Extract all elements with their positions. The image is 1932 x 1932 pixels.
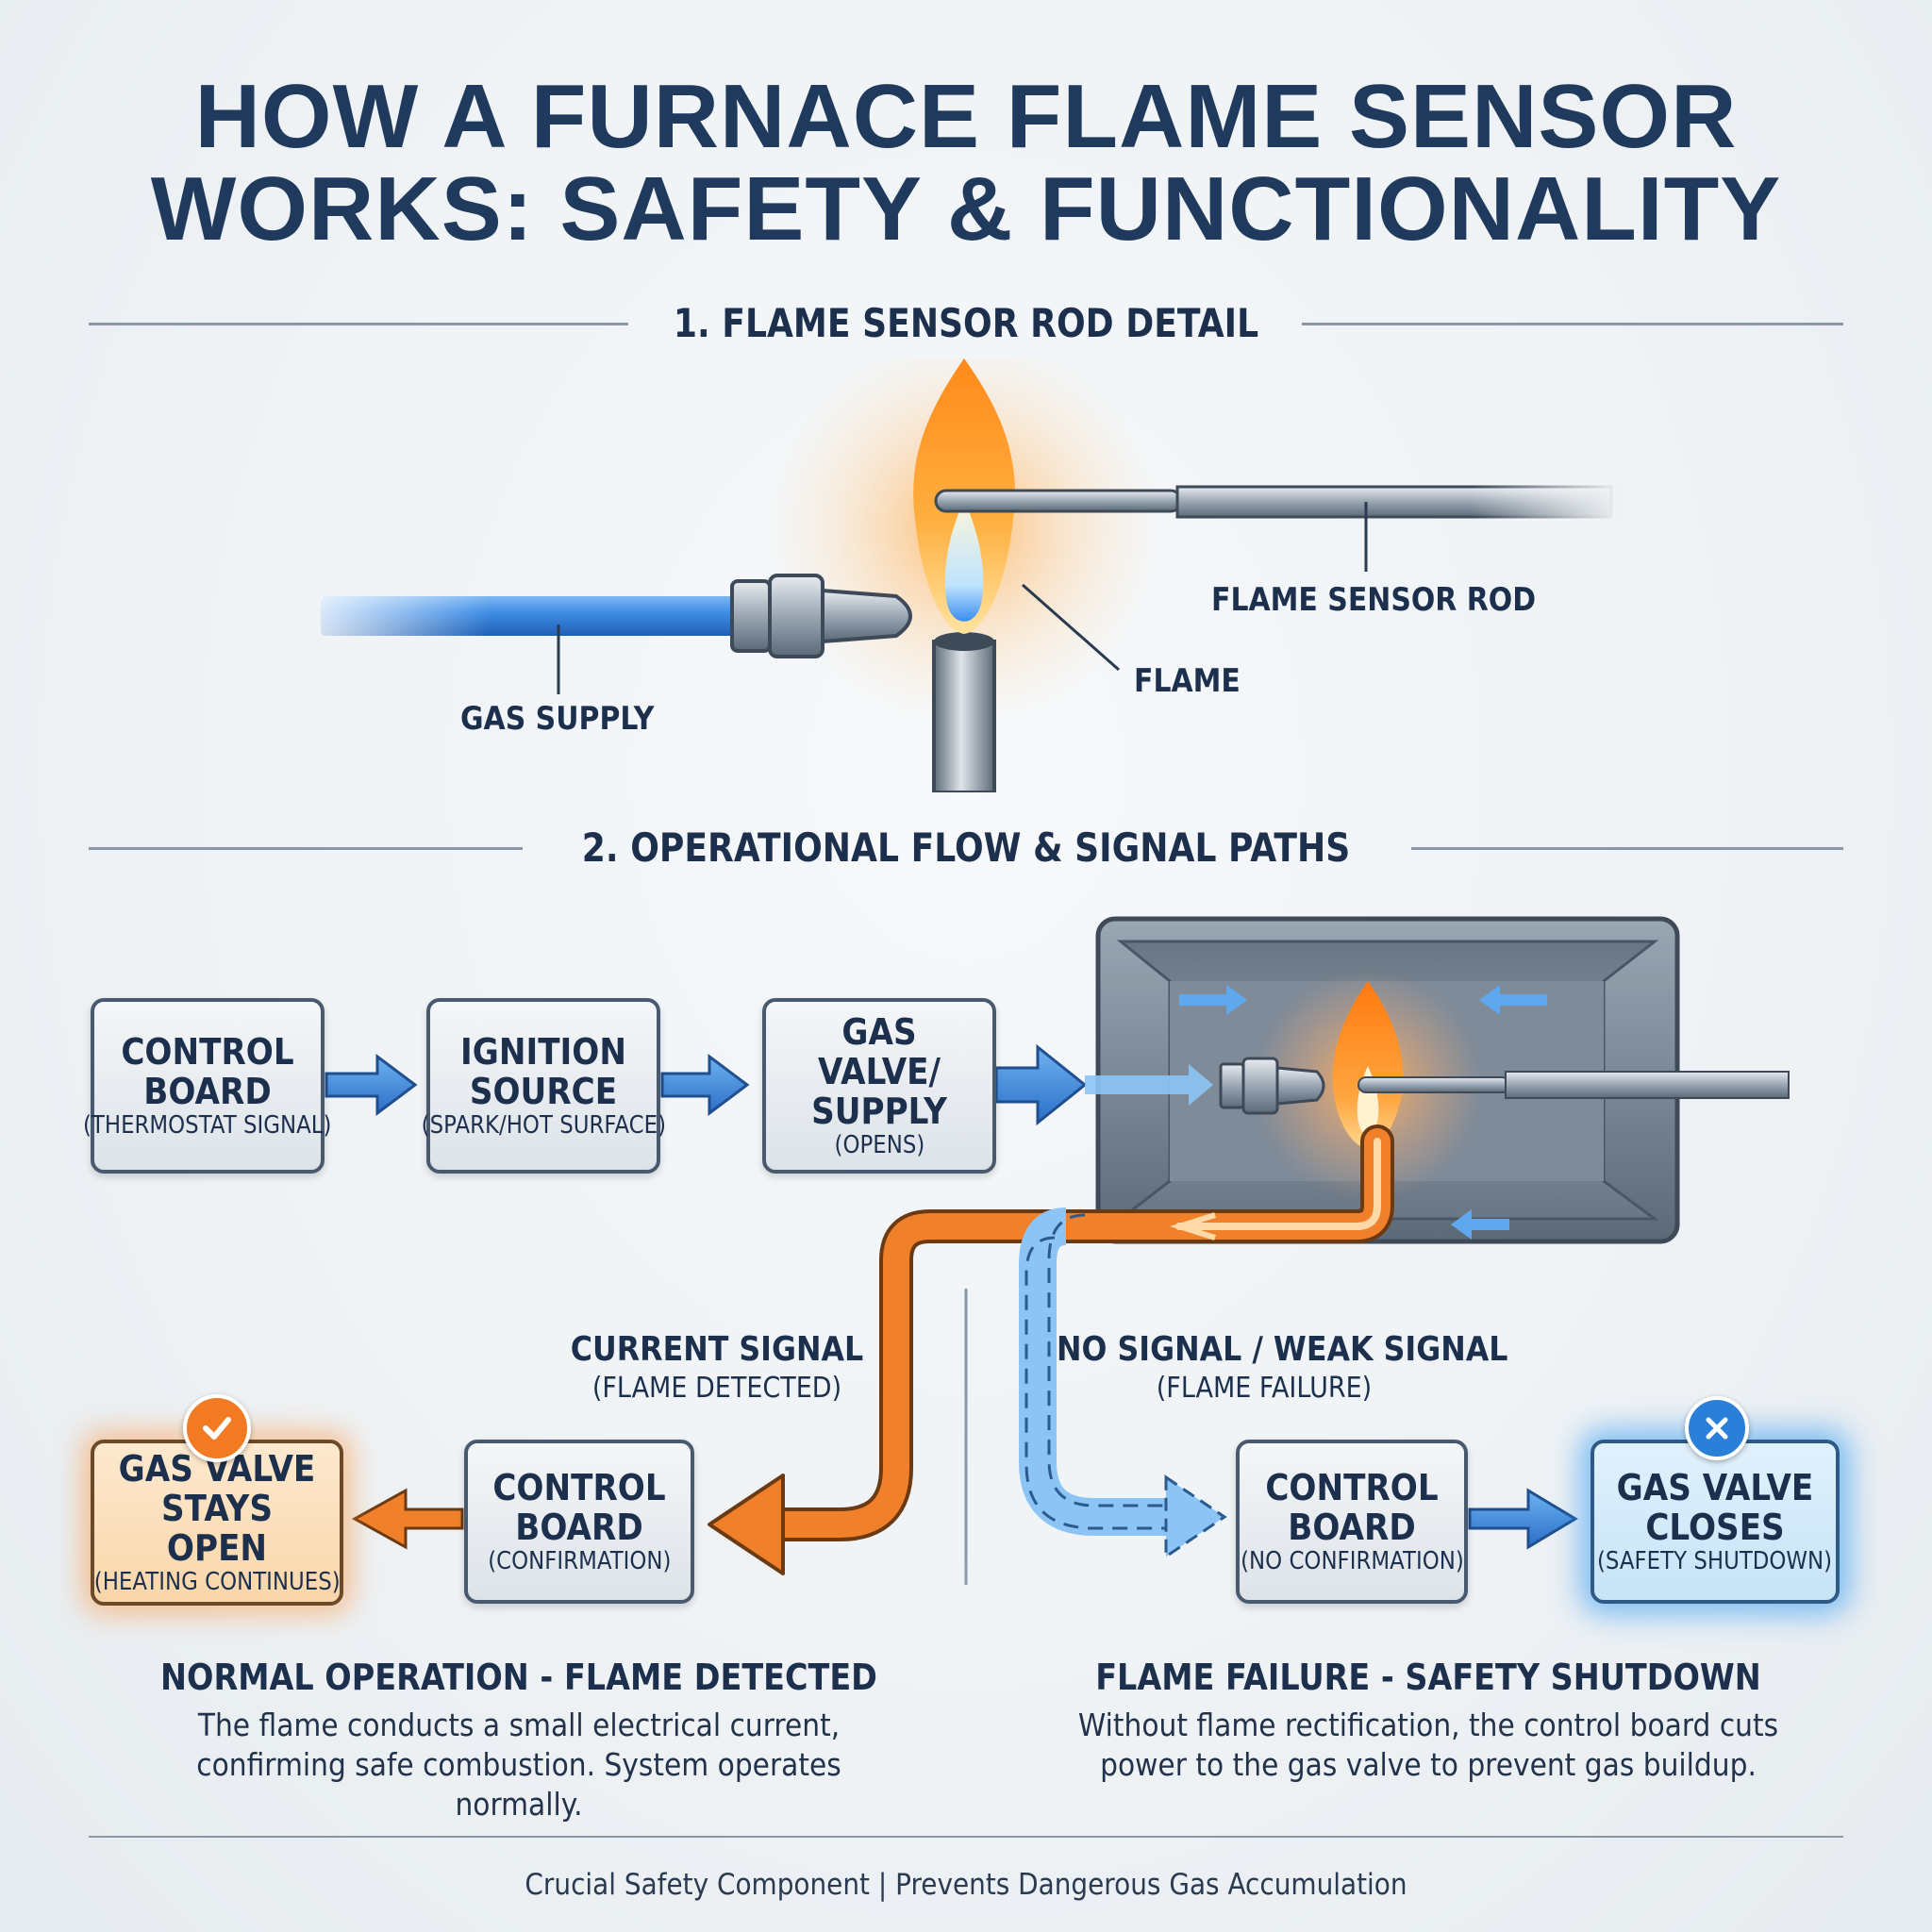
flow-box-ignition-source-sub: (SPARK/HOT SURFACE) (421, 1111, 666, 1140)
flame-failure-heading: FLAME FAILURE - SAFETY SHUTDOWN (1095, 1657, 1761, 1698)
flow-box-gas-valve: GAS VALVE/ SUPPLY (OPENS) (762, 998, 996, 1174)
normal-operation-description: The flame conducts a small electrical cu… (196, 1707, 841, 1823)
flow-box-control-board-title: CONTROL BOARD (121, 1031, 294, 1112)
normal-operation-heading: NORMAL OPERATION - FLAME DETECTED (160, 1657, 877, 1698)
flame-sensor-rod-label: FLAME SENSOR ROD (1211, 581, 1537, 619)
section2-rule-right (1411, 847, 1843, 850)
gas-valve-stays-open-box: GAS VALVE STAYS OPEN (HEATING CONTINUES) (91, 1440, 343, 1606)
control-board-no-confirmation-sub: (NO CONFIRMATION) (1240, 1547, 1464, 1575)
flow-box-control-board-sub: (THERMOSTAT SIGNAL) (83, 1111, 332, 1140)
flow-box-gas-valve-title: GAS VALVE/ SUPPLY (811, 1011, 947, 1132)
control-board-confirmation-sub: (CONFIRMATION) (487, 1547, 672, 1575)
gas-valve-stays-open-title: GAS VALVE STAYS OPEN (118, 1448, 316, 1569)
section2-rule-left (89, 847, 523, 850)
title-line-2: WORKS: SAFETY & FUNCTIONALITY (150, 158, 1782, 259)
flow-box-ignition-source-title: IGNITION SOURCE (460, 1031, 626, 1112)
gas-valve-stays-open-sub: (HEATING CONTINUES) (93, 1568, 341, 1596)
current-signal-sublabel: (FLAME DETECTED) (591, 1372, 842, 1405)
flow-arrow-3 (994, 1043, 1088, 1126)
gas-valve-closes-title: GAS VALVE CLOSES (1616, 1467, 1814, 1548)
check-icon (183, 1394, 251, 1462)
flow-arrow-1 (325, 1054, 418, 1116)
footer-rule (89, 1836, 1843, 1838)
flame-label: FLAME (1134, 662, 1241, 700)
gas-supply-label: GAS SUPPLY (460, 700, 655, 738)
flow-box-control-board: CONTROL BOARD (THERMOSTAT SIGNAL) (83, 998, 332, 1174)
current-signal-label: CURRENT SIGNAL (570, 1330, 864, 1369)
no-signal-sublabel: (FLAME FAILURE) (1156, 1372, 1373, 1405)
flow-arrow-2 (660, 1054, 750, 1116)
signal-paths-diagram (325, 916, 1790, 1585)
x-icon (1685, 1396, 1749, 1460)
section1-heading: 1. FLAME SENSOR ROD DETAIL (673, 300, 1259, 346)
flame-sensor-illustration (321, 358, 1623, 792)
section1-rule-right (1302, 323, 1843, 325)
no-signal-label: NO SIGNAL / WEAK SIGNAL (1057, 1330, 1508, 1369)
control-board-no-confirmation-box: CONTROL BOARD (NO CONFIRMATION) (1236, 1440, 1468, 1604)
control-board-confirmation-box: CONTROL BOARD (CONFIRMATION) (464, 1440, 694, 1604)
flow-box-gas-valve-sub: (OPENS) (834, 1131, 924, 1159)
section1-rule-left (89, 323, 628, 325)
flame-failure-description: Without flame rectification, the control… (1077, 1707, 1779, 1783)
title-line-1: HOW A FURNACE FLAME SENSOR (194, 66, 1738, 167)
footer-text: Crucial Safety Component | Prevents Dang… (525, 1868, 1407, 1902)
flow-box-ignition-source: IGNITION SOURCE (SPARK/HOT SURFACE) (421, 998, 666, 1174)
gas-valve-closes-box: GAS VALVE CLOSES (SAFETY SHUTDOWN) (1591, 1440, 1840, 1604)
control-board-no-confirmation-title: CONTROL BOARD (1265, 1467, 1439, 1548)
section2-heading: 2. OPERATIONAL FLOW & SIGNAL PATHS (581, 824, 1351, 871)
gas-valve-closes-sub: (SAFETY SHUTDOWN) (1597, 1547, 1833, 1575)
control-board-confirmation-title: CONTROL BOARD (492, 1467, 666, 1548)
